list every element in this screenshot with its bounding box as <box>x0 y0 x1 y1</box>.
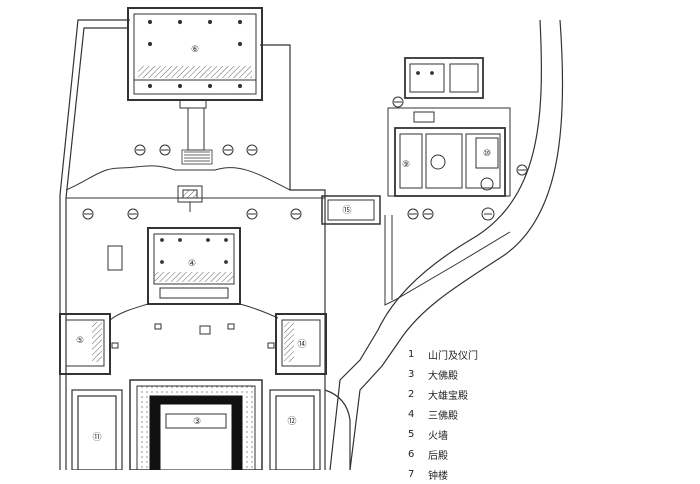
ne-room-circles <box>430 154 494 191</box>
marker-ne-building-west: ⑨ <box>402 160 410 170</box>
bell-tower <box>71 389 123 470</box>
three-buddha-hall <box>147 227 241 305</box>
legend-number: 3 <box>408 368 415 380</box>
marker-ne-building-east: ⑩ <box>483 149 491 159</box>
rear-corridor <box>181 107 213 165</box>
east-small-building <box>321 195 381 225</box>
east-side-hall <box>275 313 327 375</box>
trees-courtyard <box>82 208 302 220</box>
west-side-hall <box>59 313 111 375</box>
middle-gate <box>177 185 203 212</box>
marker-east-small-building: ⑮ <box>342 205 351 216</box>
legend-item: 7 钟楼 <box>408 464 528 484</box>
legend-label: 三佛殿 <box>428 410 458 422</box>
legend-label: 火墙 <box>428 430 448 442</box>
legend-label: 大雄宝殿 <box>428 390 468 402</box>
marker-east-side-hall: ⑭ <box>297 339 306 350</box>
inner-compound-wall <box>65 27 128 470</box>
marker-three-buddha-hall: ④ <box>188 259 196 269</box>
marker-rear-hall: ⑥ <box>191 45 199 55</box>
temple-site-plan: ⑥ ④ ③ ⑤ ⑭ ⑪ ⑫ ⑮ ⑨ ⑩ <box>59 7 564 470</box>
legend-item: 1 山门及仪门 <box>408 344 528 364</box>
legend-item: 5 火墙 <box>408 424 528 444</box>
legend: 1 山门及仪门 3 大佛殿 2 大雄宝殿 4 三佛殿 5 火墙 6 后殿 7 钟… <box>408 344 528 484</box>
legend-label: 后殿 <box>428 450 448 462</box>
legend-item: 2 大雄宝殿 <box>408 384 528 404</box>
legend-item: 3 大佛殿 <box>408 364 528 384</box>
terrain-contour-courtyard <box>109 303 279 321</box>
legend-number: 2 <box>408 388 415 400</box>
legend-label: 大佛殿 <box>428 370 458 382</box>
marker-drum-tower: ⑫ <box>287 416 296 427</box>
courtyard-small-marks <box>111 323 275 349</box>
legend-item: 4 三佛殿 <box>408 404 528 424</box>
marker-bell-tower: ⑪ <box>92 432 101 443</box>
legend-number: 4 <box>408 408 415 420</box>
legend-number: 6 <box>408 448 415 460</box>
ne-building-top <box>404 57 484 99</box>
legend-number: 5 <box>408 428 415 440</box>
drum-tower <box>269 389 321 470</box>
legend-number: 7 <box>408 468 415 480</box>
ne-building-main <box>387 96 511 197</box>
mahavira-hall <box>129 379 263 470</box>
east-wall-lines <box>384 215 511 306</box>
terrain-contour-rear <box>65 165 291 191</box>
stele <box>107 245 123 271</box>
rear-hall <box>127 7 263 109</box>
legend-label: 山门及仪门 <box>428 350 478 362</box>
legend-item: 6 后殿 <box>408 444 528 464</box>
legend-number: 1 <box>408 348 415 360</box>
legend-label: 钟楼 <box>428 470 448 482</box>
trees-rear <box>134 144 258 156</box>
trees-ne <box>407 164 528 221</box>
access-road <box>324 19 564 470</box>
marker-west-side-hall: ⑤ <box>76 336 84 346</box>
marker-mahavira-hall: ③ <box>193 417 201 427</box>
